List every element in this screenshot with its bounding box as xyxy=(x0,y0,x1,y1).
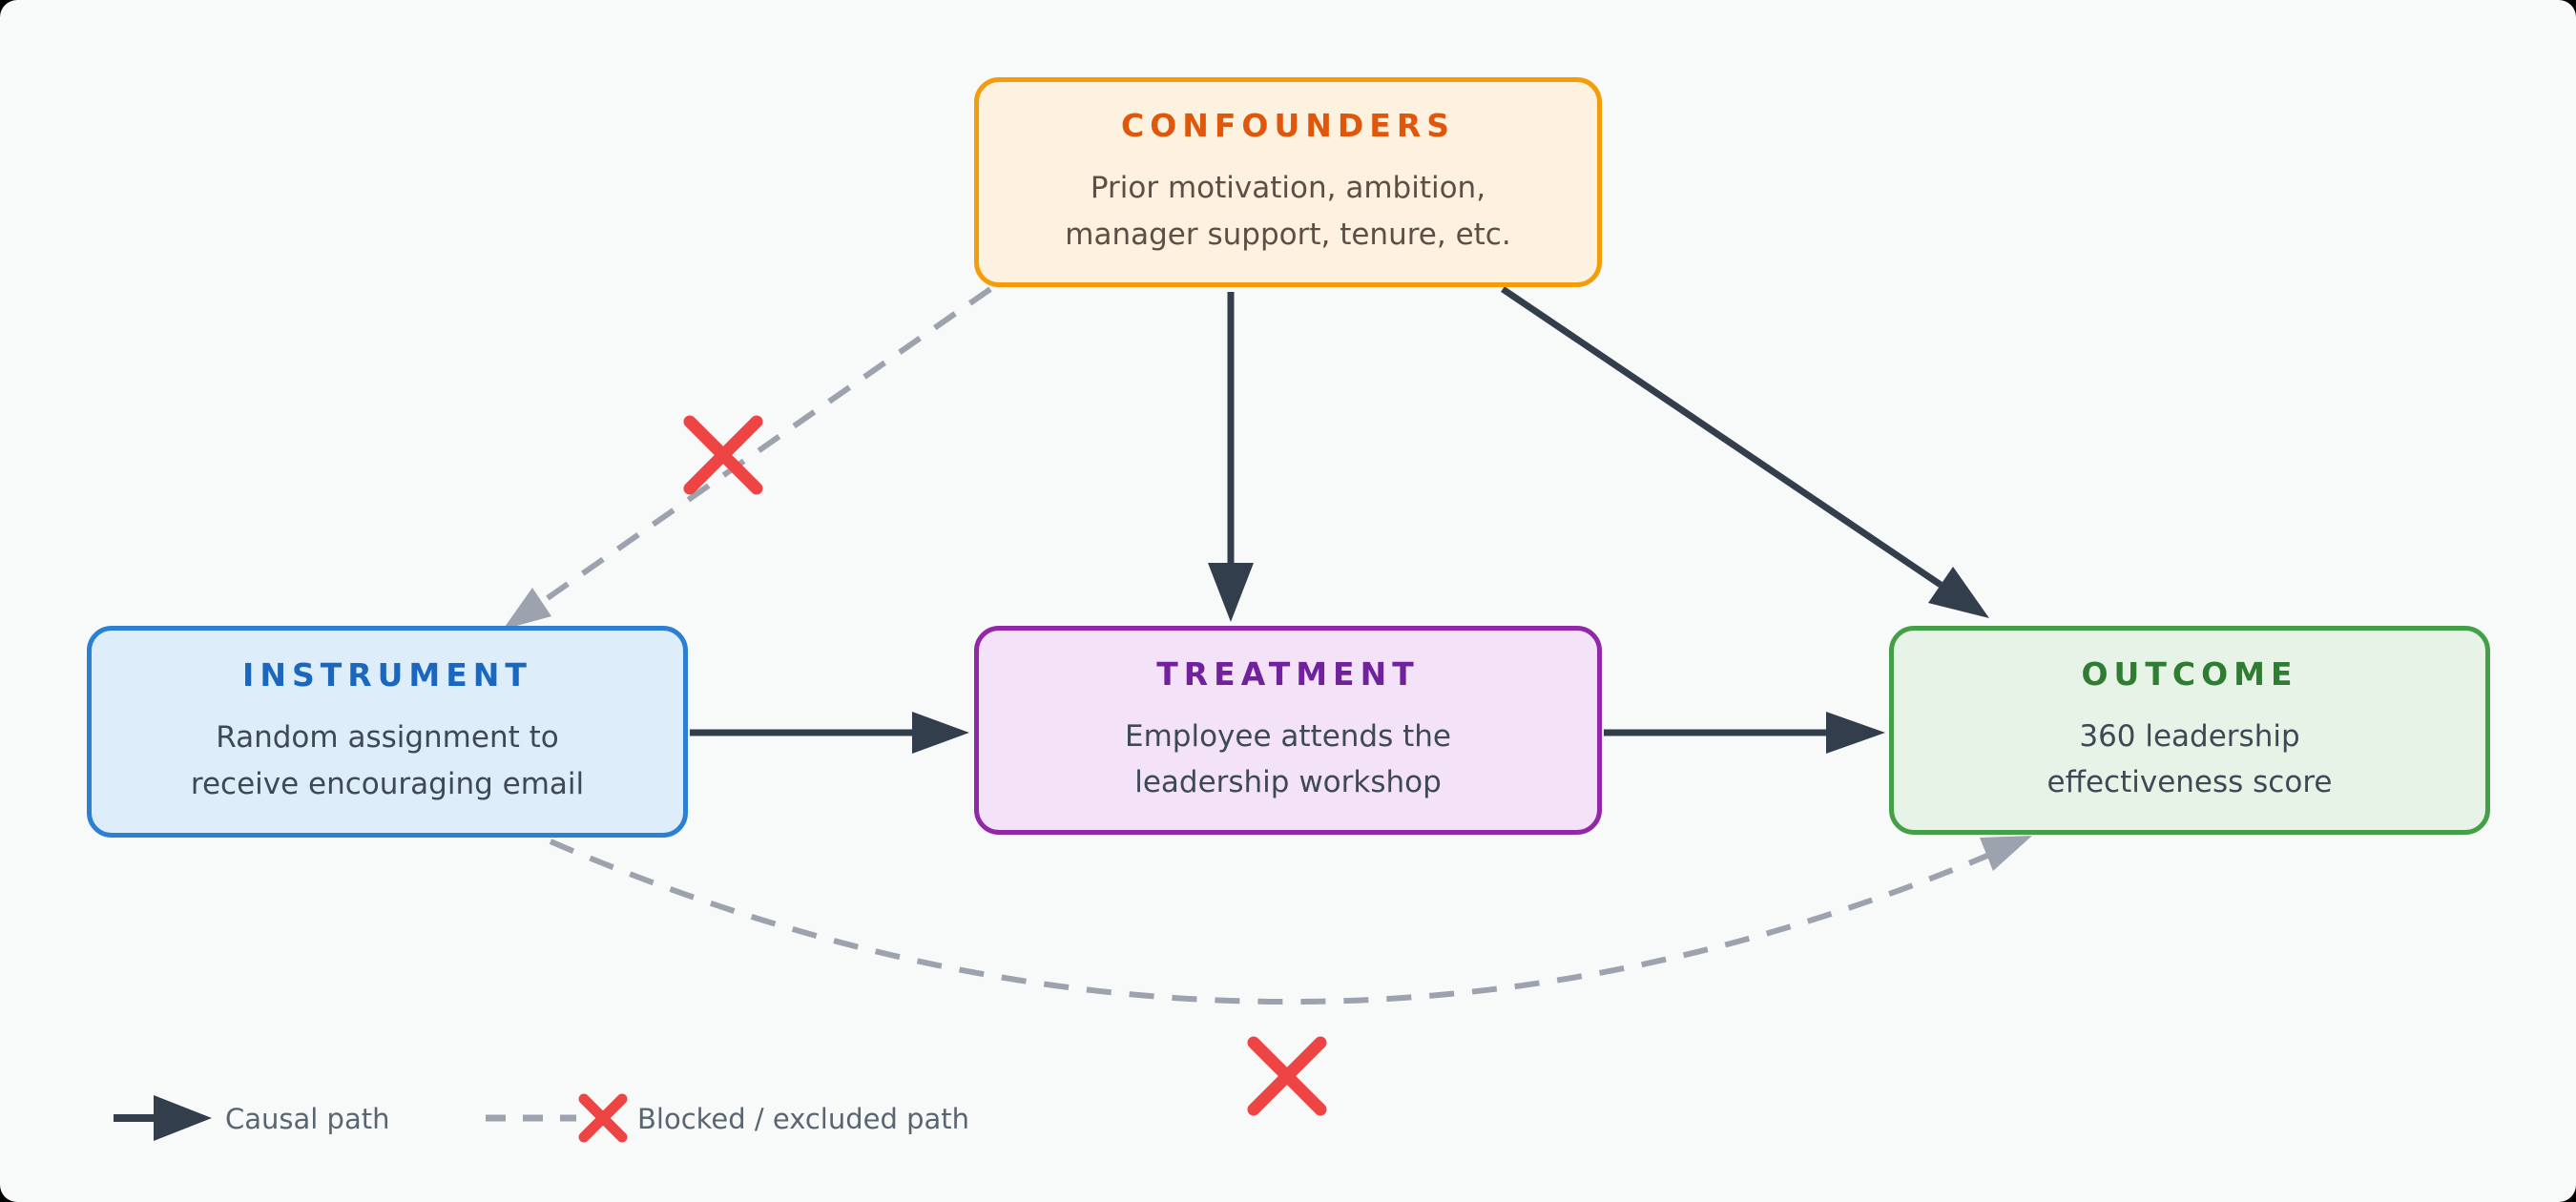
node-instrument-title: INSTRUMENT xyxy=(242,656,532,694)
edge-instrument-treatment-causal xyxy=(690,712,969,754)
node-treatment-title: TREATMENT xyxy=(1156,654,1420,693)
arrowhead-icon xyxy=(1980,836,2032,871)
legend-blocked-x-icon xyxy=(578,1093,628,1143)
node-confounders-description: Prior motivation, ambition, manager supp… xyxy=(1065,171,1511,252)
edge-instrument-outcome-blocked xyxy=(549,836,2032,1005)
node-instrument-description: Random assignment to receive encouraging… xyxy=(190,720,585,801)
node-treatment: TREATMENT Employee attends the leadershi… xyxy=(974,626,1602,835)
node-treatment-description: Employee attends the leadership workshop xyxy=(1125,718,1451,799)
blocked-x-icon xyxy=(1247,1036,1327,1116)
edge-confounders-treatment-causal xyxy=(1208,292,1254,622)
node-confounders: CONFOUNDERS Prior motivation, ambition, … xyxy=(974,77,1602,287)
node-instrument: INSTRUMENT Random assignment to receive … xyxy=(87,626,688,838)
legend-causal-label: Causal path xyxy=(225,1103,390,1135)
node-outcome-title: OUTCOME xyxy=(2081,654,2298,693)
legend-causal-arrow-icon xyxy=(114,1095,212,1141)
arrowhead-icon xyxy=(912,712,969,754)
node-outcome-description: 360 leadership effectiveness score xyxy=(2046,718,2333,799)
arrowhead-icon xyxy=(1826,712,1885,754)
edge-confounders-outcome-causal xyxy=(1501,286,1989,618)
node-outcome: OUTCOME 360 leadership effectiveness sco… xyxy=(1889,626,2490,835)
edge-confounders-instrument-blocked xyxy=(503,286,992,630)
arrowhead-icon xyxy=(503,588,551,630)
node-confounders-title: CONFOUNDERS xyxy=(1120,107,1455,145)
arrowhead-icon xyxy=(1928,567,1989,618)
arrowhead-icon xyxy=(1208,563,1254,622)
blocked-x-icon xyxy=(683,415,763,495)
legend-blocked-label: Blocked / excluded path xyxy=(637,1103,970,1135)
edge-treatment-outcome-causal xyxy=(1604,712,1885,754)
